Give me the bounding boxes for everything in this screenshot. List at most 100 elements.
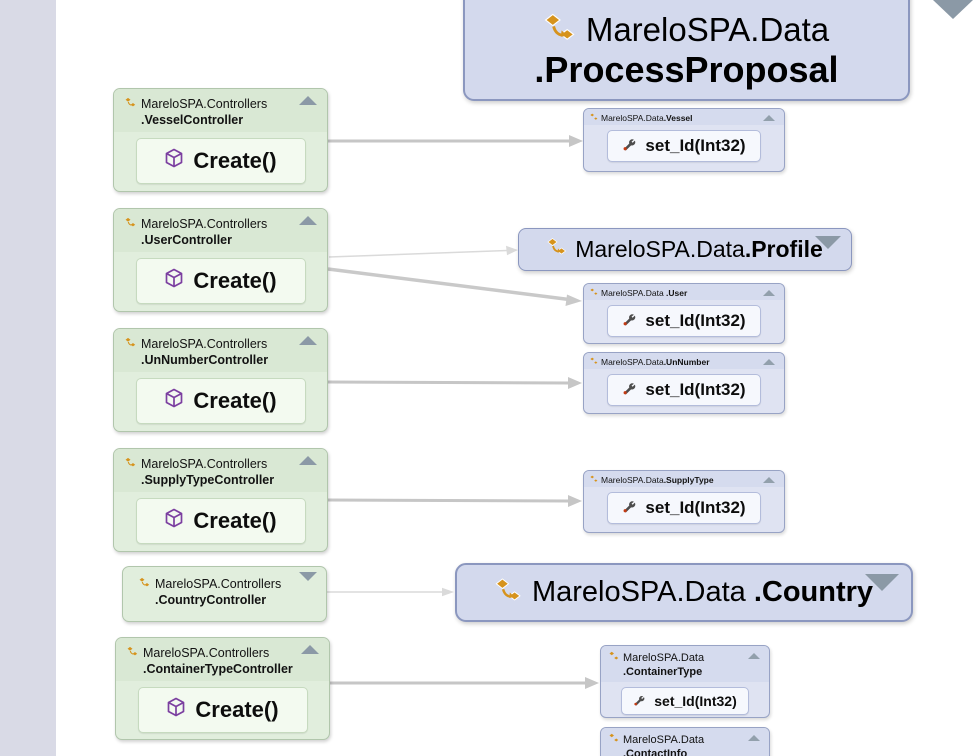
edge-containertypecontroller-containertype[interactable]: [330, 677, 599, 689]
method-label: set_Id(Int32): [654, 692, 737, 709]
node-namespace-text: MareloSPA.Data: [623, 734, 705, 746]
chevron-up-icon[interactable]: [299, 216, 317, 225]
node-data-containertype[interactable]: MareloSPA.Data .ContainerType set_Id(Int…: [600, 645, 770, 718]
edge-usercontroller-profile[interactable]: [328, 245, 518, 258]
node-title: MareloSPA.Data.SupplyType: [601, 475, 714, 485]
node-namespace-text: MareloSPA.Controllers: [155, 577, 282, 591]
node-title: MareloSPA.Data.Vessel: [601, 113, 693, 123]
namespace-icon: [547, 237, 567, 262]
method-create-button[interactable]: Create(): [135, 498, 306, 545]
method-setid-button[interactable]: set_Id(Int32): [621, 686, 749, 715]
node-data-unnumber[interactable]: MareloSPA.Data.UnNumber set_Id(Int32): [583, 352, 785, 414]
node-vessel-controller[interactable]: MareloSPA.Controllers .VesselController …: [113, 88, 328, 192]
method-label: set_Id(Int32): [645, 311, 746, 330]
chevron-up-icon[interactable]: [299, 456, 317, 465]
node-supplytype-controller[interactable]: MareloSPA.Controllers .SupplyTypeControl…: [113, 448, 328, 552]
chevron-down-icon[interactable]: [815, 236, 841, 249]
namespace-icon: [590, 288, 598, 298]
chevron-down-icon[interactable]: [299, 572, 317, 581]
namespace-icon: [125, 96, 136, 112]
node-class-text: .VesselController: [141, 113, 244, 128]
node-data-contactinfo[interactable]: MareloSPA.Data .ContactInfo: [600, 727, 770, 756]
node-processproposal[interactable]: MareloSPA.Data .ProcessProposal: [463, 0, 910, 101]
namespace-icon: [495, 577, 522, 609]
chevron-up-icon[interactable]: [763, 359, 775, 365]
edge-countrycontroller-country[interactable]: [327, 587, 454, 597]
namespace-icon: [609, 733, 619, 747]
node-containertype-controller[interactable]: MareloSPA.Controllers .ContainerTypeCont…: [115, 637, 330, 740]
chevron-up-icon[interactable]: [299, 336, 317, 345]
node-user-controller[interactable]: MareloSPA.Controllers .UserController Cr…: [113, 208, 328, 312]
node-data-vessel[interactable]: MareloSPA.Data.Vessel set_Id(Int32): [583, 108, 785, 172]
edge-supplytypecontroller-supplytype[interactable]: [327, 495, 582, 507]
method-label: set_Id(Int32): [645, 380, 746, 399]
node-namespace-text: MareloSPA.Controllers: [141, 457, 268, 471]
namespace-icon: [125, 336, 136, 352]
node-namespace-text: MareloSPA.Controllers: [141, 217, 268, 231]
node-class-text: .CountryController: [155, 593, 267, 608]
chevron-up-icon[interactable]: [763, 477, 775, 483]
wrench-icon: [622, 136, 636, 156]
cube-icon: [164, 508, 184, 534]
node-header: MareloSPA.Data.UnNumber: [584, 353, 784, 369]
method-label: Create(): [193, 508, 277, 534]
method-setid-button[interactable]: set_Id(Int32): [607, 305, 761, 337]
chevron-up-icon[interactable]: [763, 290, 775, 296]
wrench-icon: [622, 380, 636, 400]
node-header: MareloSPA.Data.SupplyType: [584, 471, 784, 487]
namespace-icon: [125, 216, 136, 232]
chevron-up-icon[interactable]: [763, 115, 775, 121]
method-create-button[interactable]: Create(): [135, 258, 306, 305]
method-label: Create(): [193, 268, 277, 294]
cube-icon: [166, 697, 186, 723]
node-namespace-text: MareloSPA.Controllers: [143, 646, 270, 660]
method-create-button[interactable]: Create(): [135, 378, 306, 425]
node-namespace-text: MareloSPA.Controllers: [141, 337, 268, 351]
method-setid-button[interactable]: set_Id(Int32): [607, 492, 761, 524]
namespace-icon: [590, 357, 598, 367]
method-label: set_Id(Int32): [645, 498, 746, 517]
chevron-up-icon[interactable]: [748, 653, 760, 659]
method-setid-button[interactable]: set_Id(Int32): [607, 130, 761, 162]
method-setid-button[interactable]: set_Id(Int32): [607, 374, 761, 406]
node-profile[interactable]: MareloSPA.Data.Profile: [518, 228, 852, 271]
node-namespace-text: MareloSPA.Controllers: [141, 97, 268, 111]
node-class-text: .SupplyTypeController: [141, 473, 275, 488]
node-class-text: .ContainerType: [623, 666, 703, 679]
edge-unnumbercontroller-unnumber[interactable]: [327, 377, 582, 389]
chevron-down-icon[interactable]: [933, 0, 973, 19]
node-class-text: .UnNumberController: [141, 353, 269, 368]
node-title: MareloSPA.Data .User: [601, 288, 688, 298]
method-create-button[interactable]: Create(): [135, 138, 306, 185]
node-class-text: .ProcessProposal: [534, 49, 839, 90]
method-label: set_Id(Int32): [645, 136, 746, 155]
node-country-controller[interactable]: MareloSPA.Controllers .CountryController: [122, 566, 327, 622]
wrench-icon: [622, 311, 636, 331]
node-data-supplytype[interactable]: MareloSPA.Data.SupplyType set_Id(Int32): [583, 470, 785, 533]
namespace-icon: [544, 12, 576, 49]
node-header: MareloSPA.Controllers .CountryController: [123, 567, 326, 612]
method-create-button[interactable]: Create(): [137, 686, 308, 733]
wrench-icon: [622, 498, 636, 518]
node-data-user[interactable]: MareloSPA.Data .User set_Id(Int32): [583, 283, 785, 344]
node-title: MareloSPA.Data.UnNumber: [601, 357, 710, 367]
method-label: Create(): [195, 696, 279, 722]
node-namespace-text: MareloSPA.Data: [623, 652, 705, 664]
wrench-icon: [633, 693, 645, 709]
node-country[interactable]: MareloSPA.Data .Country: [455, 563, 913, 622]
chevron-down-icon[interactable]: [865, 574, 899, 591]
cube-icon: [164, 268, 184, 294]
node-header: MareloSPA.Data .ContactInfo: [601, 728, 769, 756]
namespace-icon: [609, 651, 619, 665]
chevron-up-icon[interactable]: [299, 96, 317, 105]
edge-usercontroller-user[interactable]: [327, 267, 582, 306]
namespace-icon: [590, 475, 598, 485]
node-unnumber-controller[interactable]: MareloSPA.Controllers .UnNumberControlle…: [113, 328, 328, 432]
chevron-up-icon[interactable]: [748, 735, 760, 741]
chevron-up-icon[interactable]: [301, 645, 319, 654]
node-header: MareloSPA.Data .User: [584, 284, 784, 300]
node-title: MareloSPA.Data.Profile: [575, 236, 823, 262]
edge-vesselcontroller-vessel[interactable]: [328, 135, 583, 147]
node-class-text: .UserController: [141, 233, 232, 248]
